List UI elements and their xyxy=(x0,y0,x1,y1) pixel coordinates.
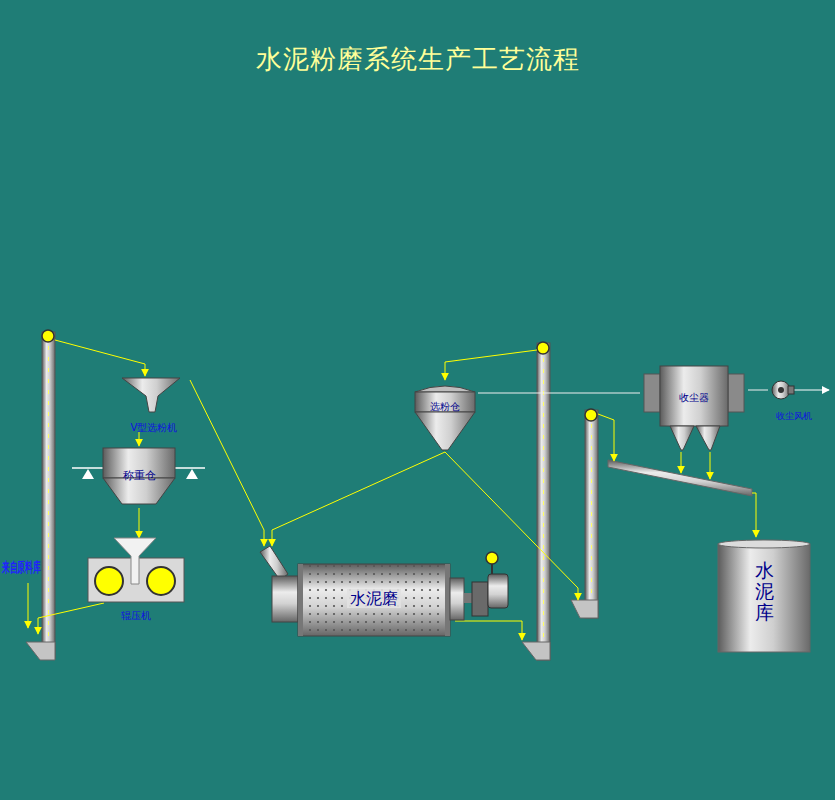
roller-press: 辊压机 xyxy=(84,538,188,620)
weighing-bin: 称重仓 xyxy=(100,446,178,508)
dust-collector: 收尘器 xyxy=(640,364,748,456)
roller-press-shape xyxy=(84,538,188,620)
exhaust-fan: 收尘风机 xyxy=(768,378,820,424)
ball-mill: 水泥磨 xyxy=(258,546,512,640)
flow-line xyxy=(478,393,640,394)
node-label: 水泥磨 xyxy=(347,589,401,608)
flow-line xyxy=(190,380,264,546)
node-label: 选粉仓 xyxy=(430,401,460,413)
material-flow xyxy=(28,340,756,640)
source-note: 来自原料库 xyxy=(2,559,41,576)
dust-collector-shape xyxy=(640,364,748,456)
node-label: 水泥库 xyxy=(755,560,774,623)
v-separator: V型选粉机 xyxy=(118,374,190,432)
bucket-elevator xyxy=(26,330,55,660)
flow-line xyxy=(139,508,140,538)
flow-line xyxy=(139,432,140,446)
node-label: 收尘风机 xyxy=(776,411,812,422)
node-label: 称重仓 xyxy=(123,469,156,482)
flow-line xyxy=(272,452,445,546)
classifier-bin-shape xyxy=(412,380,478,452)
bucket-elevator xyxy=(522,342,550,660)
classifier-bin: 选粉仓 xyxy=(412,380,478,452)
label-wrap: 来自原料库 xyxy=(2,557,72,576)
title-wrap: 水泥粉磨系统生产工艺流程 xyxy=(0,44,835,75)
screw-conveyor xyxy=(608,460,752,496)
flow-line xyxy=(748,390,768,391)
diagram-title: 水泥粉磨系统生产工艺流程 xyxy=(256,44,580,75)
node-label: 辊压机 xyxy=(121,610,151,622)
node-label: 收尘器 xyxy=(679,392,709,404)
cement-silo: 水泥库 xyxy=(716,538,812,654)
exhaust-line xyxy=(792,390,829,391)
bucket-elevator xyxy=(571,409,598,618)
node-label: V型选粉机 xyxy=(131,422,178,434)
